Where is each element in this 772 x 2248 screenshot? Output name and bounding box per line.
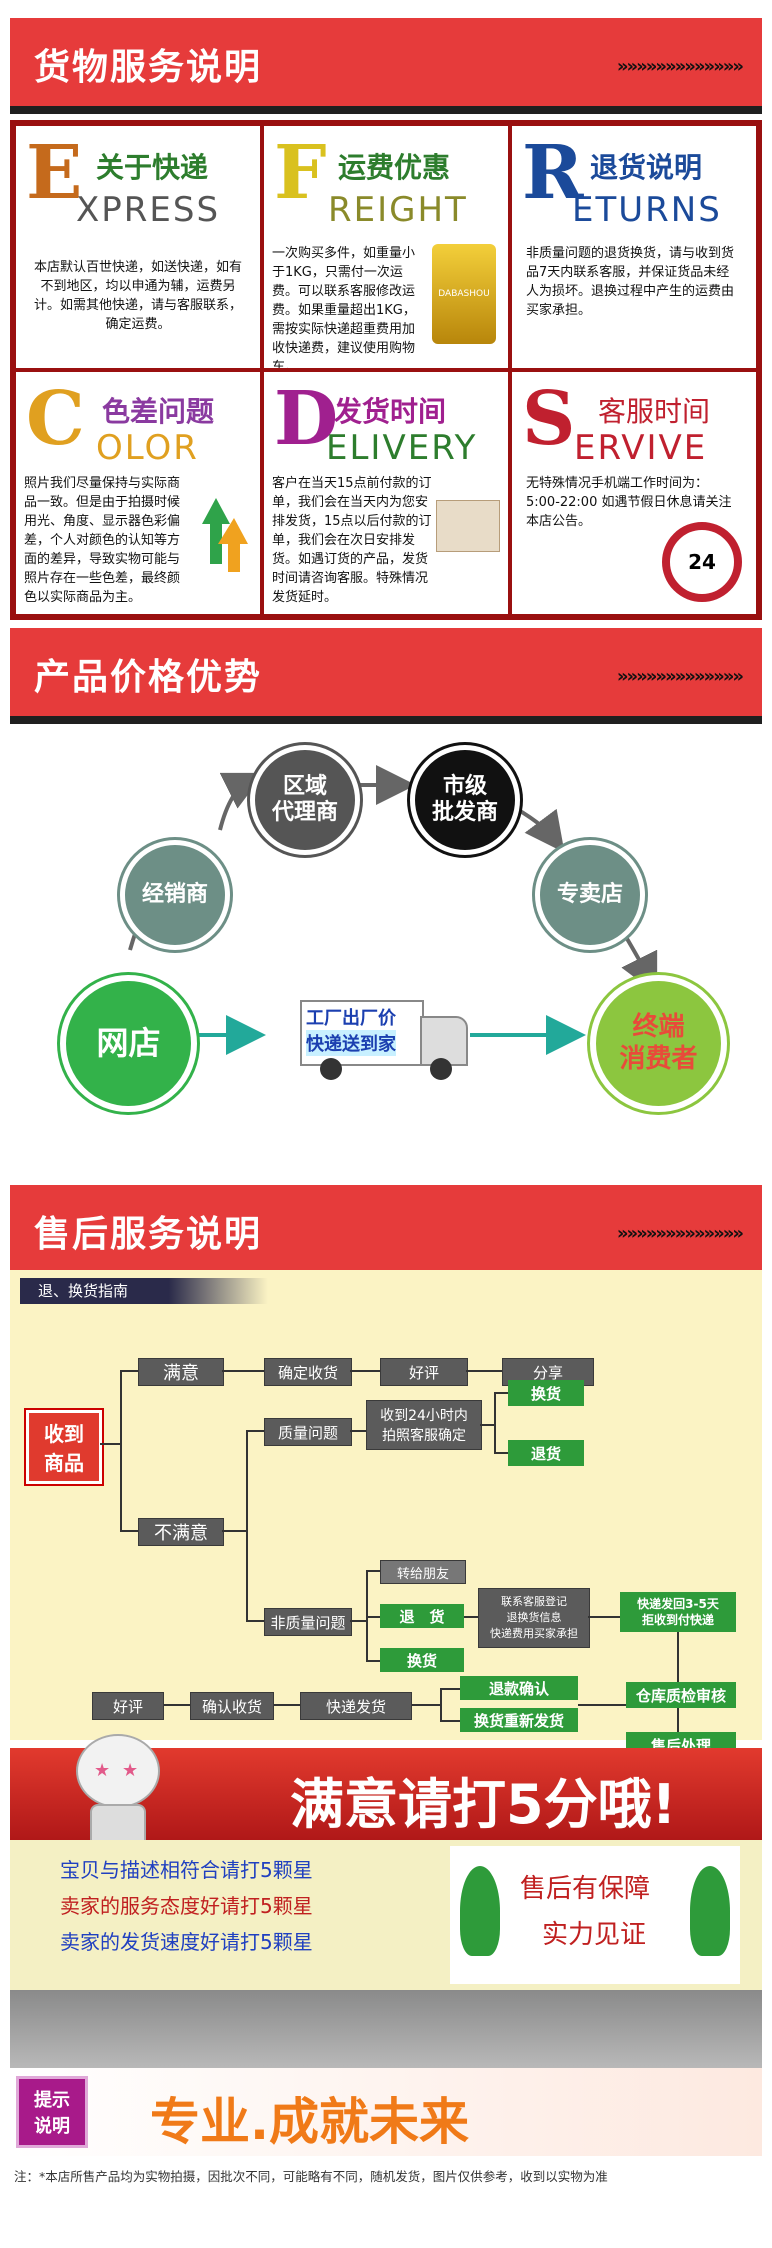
letter-r: R	[522, 130, 584, 216]
returns-desc: 非质量问题的退货换货，请与收到货品7天内联系客服，并保证货品未经人为损坏。退换过…	[526, 246, 735, 318]
letter-s: S	[522, 376, 576, 462]
express-en: XPRESS	[76, 190, 221, 230]
chevron-arrows-icon: »»»»»»»»»»»»»	[616, 56, 744, 77]
package-icon	[436, 500, 500, 552]
footer-slogan: 专业.成就未来	[150, 2093, 469, 2151]
resend-box: 换货重新发货	[460, 1708, 578, 1732]
star-line-1: 宝贝与描述相符合请打5颗星	[60, 1858, 313, 1882]
delivery-desc: 客户在当天15点前付款的订单，我们会在当天内为您安排发货，15点以后付款的订单，…	[272, 476, 432, 605]
section-banner-goods: 货物服务说明 »»»»»»»»»»»»»	[10, 18, 762, 114]
yen-icon: DABASHOU	[432, 244, 496, 344]
chevron-arrows-icon: »»»»»»»»»»»»»	[616, 1223, 744, 1244]
truck-label-2: 快递送到家	[306, 1030, 396, 1056]
freight-title: 运费优惠	[338, 151, 451, 184]
thumb-right-icon	[690, 1866, 730, 1956]
contact-cs-box: 联系客服登记 退换货信息 快递费用买家承担	[478, 1588, 590, 1648]
truck-label-1: 工厂出厂价	[306, 1008, 396, 1029]
letter-e: E	[26, 130, 83, 216]
section-title: 货物服务说明	[34, 47, 263, 88]
section-title: 售后服务说明	[34, 1214, 263, 1255]
guarantee-box: 售后有保障 实力见证	[450, 1846, 740, 1984]
confirm-receipt-box: 确定收货	[264, 1358, 352, 1386]
cell-color: C 色差问题 OLOR 照片我们尽量保持与实际商品一致。但是由于拍摄时候用光、角…	[14, 370, 262, 616]
letter-f: F	[274, 130, 327, 216]
thumb-left-icon	[460, 1866, 500, 1956]
service-time-title: 客服时间	[598, 395, 711, 428]
satisfied-box: 满意	[138, 1358, 224, 1386]
express-title: 关于快递	[96, 151, 209, 184]
service-info-grid: E 关于快递 XPRESS 本店默认百世快递，如送快递，如有不到地区，均以申通为…	[10, 120, 762, 620]
notice-badge: 提示 说明	[16, 2076, 88, 2148]
express-desc: 本店默认百世快递，如送快递，如有不到地区，均以申通为辅，运费另计。如需其他快递，…	[33, 260, 242, 332]
letter-d: D	[274, 376, 339, 462]
return2-button: 退 货	[380, 1604, 464, 1628]
confirm-receipt2-box: 确认收货	[190, 1692, 274, 1720]
service-time-en: ERVIVE	[574, 428, 708, 468]
guarantee-line-1: 售后有保障	[520, 1874, 651, 1904]
truck-icon: 工厂出厂价 快递送到家	[300, 990, 470, 1085]
ship-back-box: 快递发回3-5天 拒收到付快递	[620, 1592, 736, 1632]
stars-panel: 宝贝与描述相符合请打5颗星 卖家的服务态度好请打5颗星 卖家的发货速度好请打5颗…	[10, 1840, 762, 1990]
badge-text: DABASHOU	[438, 289, 490, 299]
good-review-box: 好评	[380, 1358, 468, 1386]
node-agent: 区域 代理商	[250, 745, 360, 855]
freight-en: REIGHT	[328, 190, 468, 230]
node-consumer: 终端 消费者	[590, 975, 727, 1112]
letter-c: C	[26, 376, 85, 462]
quality-issue-box: 质量问题	[264, 1418, 352, 1446]
cell-freight: F 运费优惠 REIGHT 一次购买多件，如重量小于1KG，只需付一次运费。可以…	[262, 124, 510, 370]
cell-delivery: D 发货时间 ELIVERY 客户在当天15点前付款的订单，我们会在当天内为您安…	[262, 370, 510, 616]
delivery-title: 发货时间	[334, 395, 447, 428]
cell-returns: R 退货说明 ETURNS 非质量问题的退货换货，请与收到货品7天内联系客服，并…	[510, 124, 758, 370]
return-button: 退货	[508, 1440, 584, 1466]
node-store: 专卖店	[535, 840, 645, 950]
warehouse-inspect-box: 仓库质检审核	[626, 1682, 736, 1708]
star-line-2: 卖家的服务态度好请打5颗星	[60, 1894, 313, 1918]
clock-label: 24	[688, 550, 716, 574]
refund-confirm-box: 退款确认	[460, 1676, 578, 1700]
section-title: 产品价格优势	[34, 657, 263, 698]
good-review2-box: 好评	[92, 1692, 164, 1720]
received-box: 收到 商品	[26, 1410, 102, 1484]
delivery-en: ELIVERY	[326, 428, 478, 468]
gray-divider	[10, 1990, 762, 2068]
color-desc: 照片我们尽量保持与实际商品一致。但是由于拍摄时候用光、角度、显示器色彩偏差，个人…	[24, 476, 181, 605]
exchange2-button: 换货	[380, 1648, 464, 1672]
cell-express: E 关于快递 XPRESS 本店默认百世快递，如送快递，如有不到地区，均以申通为…	[14, 124, 262, 370]
contact-24h-box: 收到24小时内 拍照客服确定	[366, 1400, 482, 1450]
cell-service-time: S 客服时间 ERVIVE 无特殊情况手机端工作时间为：5:00-22:00 如…	[510, 370, 758, 616]
freight-desc: 一次购买多件，如重量小于1KG，只需付一次运费。可以联系客服修改运费。如果重量超…	[272, 246, 416, 370]
color-en: OLOR	[96, 428, 199, 468]
return-guide-panel: 退、换货指南 收到 商品 满意 不满意 确定收货 好评 分享 质量问题 非质量问…	[10, 1270, 762, 1758]
rating-banner: ★ ★ 满意请打5分哦!	[10, 1734, 762, 1848]
returns-title: 退货说明	[590, 151, 703, 184]
guide-tag: 退、换货指南	[20, 1278, 268, 1304]
service-time-desc: 无特殊情况手机端工作时间为：5:00-22:00 如遇节假日休息请关注本店公告。	[526, 476, 732, 529]
ship-box: 快递发货	[300, 1692, 412, 1720]
node-dealer: 经销商	[120, 840, 230, 950]
section-banner-price: 产品价格优势 »»»»»»»»»»»»»	[10, 628, 762, 724]
returns-en: ETURNS	[572, 190, 722, 230]
gift-friend-box: 转给朋友	[380, 1560, 466, 1584]
chevron-arrows-icon: »»»»»»»»»»»»»	[616, 666, 744, 687]
node-online-shop: 网店	[60, 975, 197, 1112]
clock-icon: 24	[662, 522, 742, 602]
rating-slogan: 满意请打5分哦!	[290, 1773, 677, 1836]
unsatisfied-box: 不满意	[138, 1518, 224, 1546]
robot-mascot-icon: ★ ★	[66, 1734, 166, 1848]
guarantee-line-2: 实力见证	[542, 1920, 647, 1950]
color-title: 色差问题	[102, 395, 215, 428]
node-wholesaler: 市级 批发商	[410, 745, 520, 855]
arrows-icon	[192, 484, 248, 574]
footer-band: 提示 说明 专业.成就未来	[10, 2068, 762, 2156]
exchange-button: 换货	[508, 1380, 584, 1406]
footer-note: 注：*本店所售产品均为实物拍摄，因批次不同，可能略有不同，随机发货，图片仅供参考…	[14, 2169, 608, 2184]
star-line-3: 卖家的发货速度好请打5颗星	[60, 1930, 313, 1954]
non-quality-issue-box: 非质量问题	[264, 1608, 352, 1636]
